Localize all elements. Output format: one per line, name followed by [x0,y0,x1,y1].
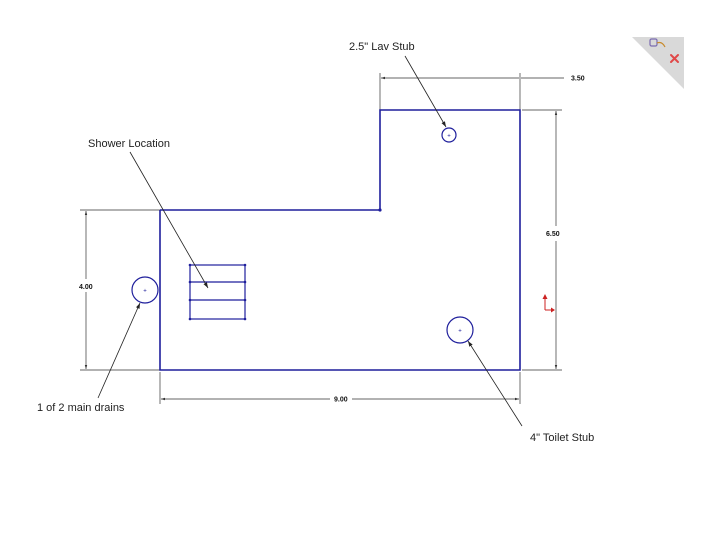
toilet-stub-leader [467,340,523,427]
lav-stub-leader [404,55,447,128]
dimension-bottom-width: 9.00 [161,397,519,404]
axis-triad-icon [542,294,555,313]
room-outline [159,109,521,371]
pencil-icon [649,38,666,48]
toilet-stub[interactable]: + [446,316,474,344]
center-mark-icon: + [458,329,462,335]
callout-main-drains: 1 of 2 main drains [37,402,125,414]
dimension-label-right-height: 6.50 [546,231,560,238]
close-icon[interactable] [670,54,679,63]
callout-lav-stub: 2.5" Lav Stub [349,41,415,53]
outline-vertex [378,208,382,212]
lav-stub[interactable]: + [441,127,457,143]
center-mark-icon: + [447,134,451,140]
callout-shower-location: Shower Location [88,138,170,150]
main-drains-leader [97,302,141,399]
extension-lines [80,73,562,404]
center-mark-icon: + [143,289,147,295]
shower-location[interactable] [188,263,247,321]
dimension-label-upper-width: 3.50 [571,76,585,83]
dimension-right-height: 6.50 [546,111,560,369]
view-orientation-icon[interactable] [632,37,684,89]
dimension-label-bottom-width: 9.00 [334,397,348,404]
dimension-left-height: 4.00 [79,211,93,369]
shower-location-leader [129,151,209,289]
main-drain[interactable]: + [131,276,159,304]
callout-toilet-stub: 4" Toilet Stub [530,432,594,444]
dimension-label-left-height: 4.00 [79,284,93,291]
dimension-upper-width: 3.50 [381,76,585,83]
